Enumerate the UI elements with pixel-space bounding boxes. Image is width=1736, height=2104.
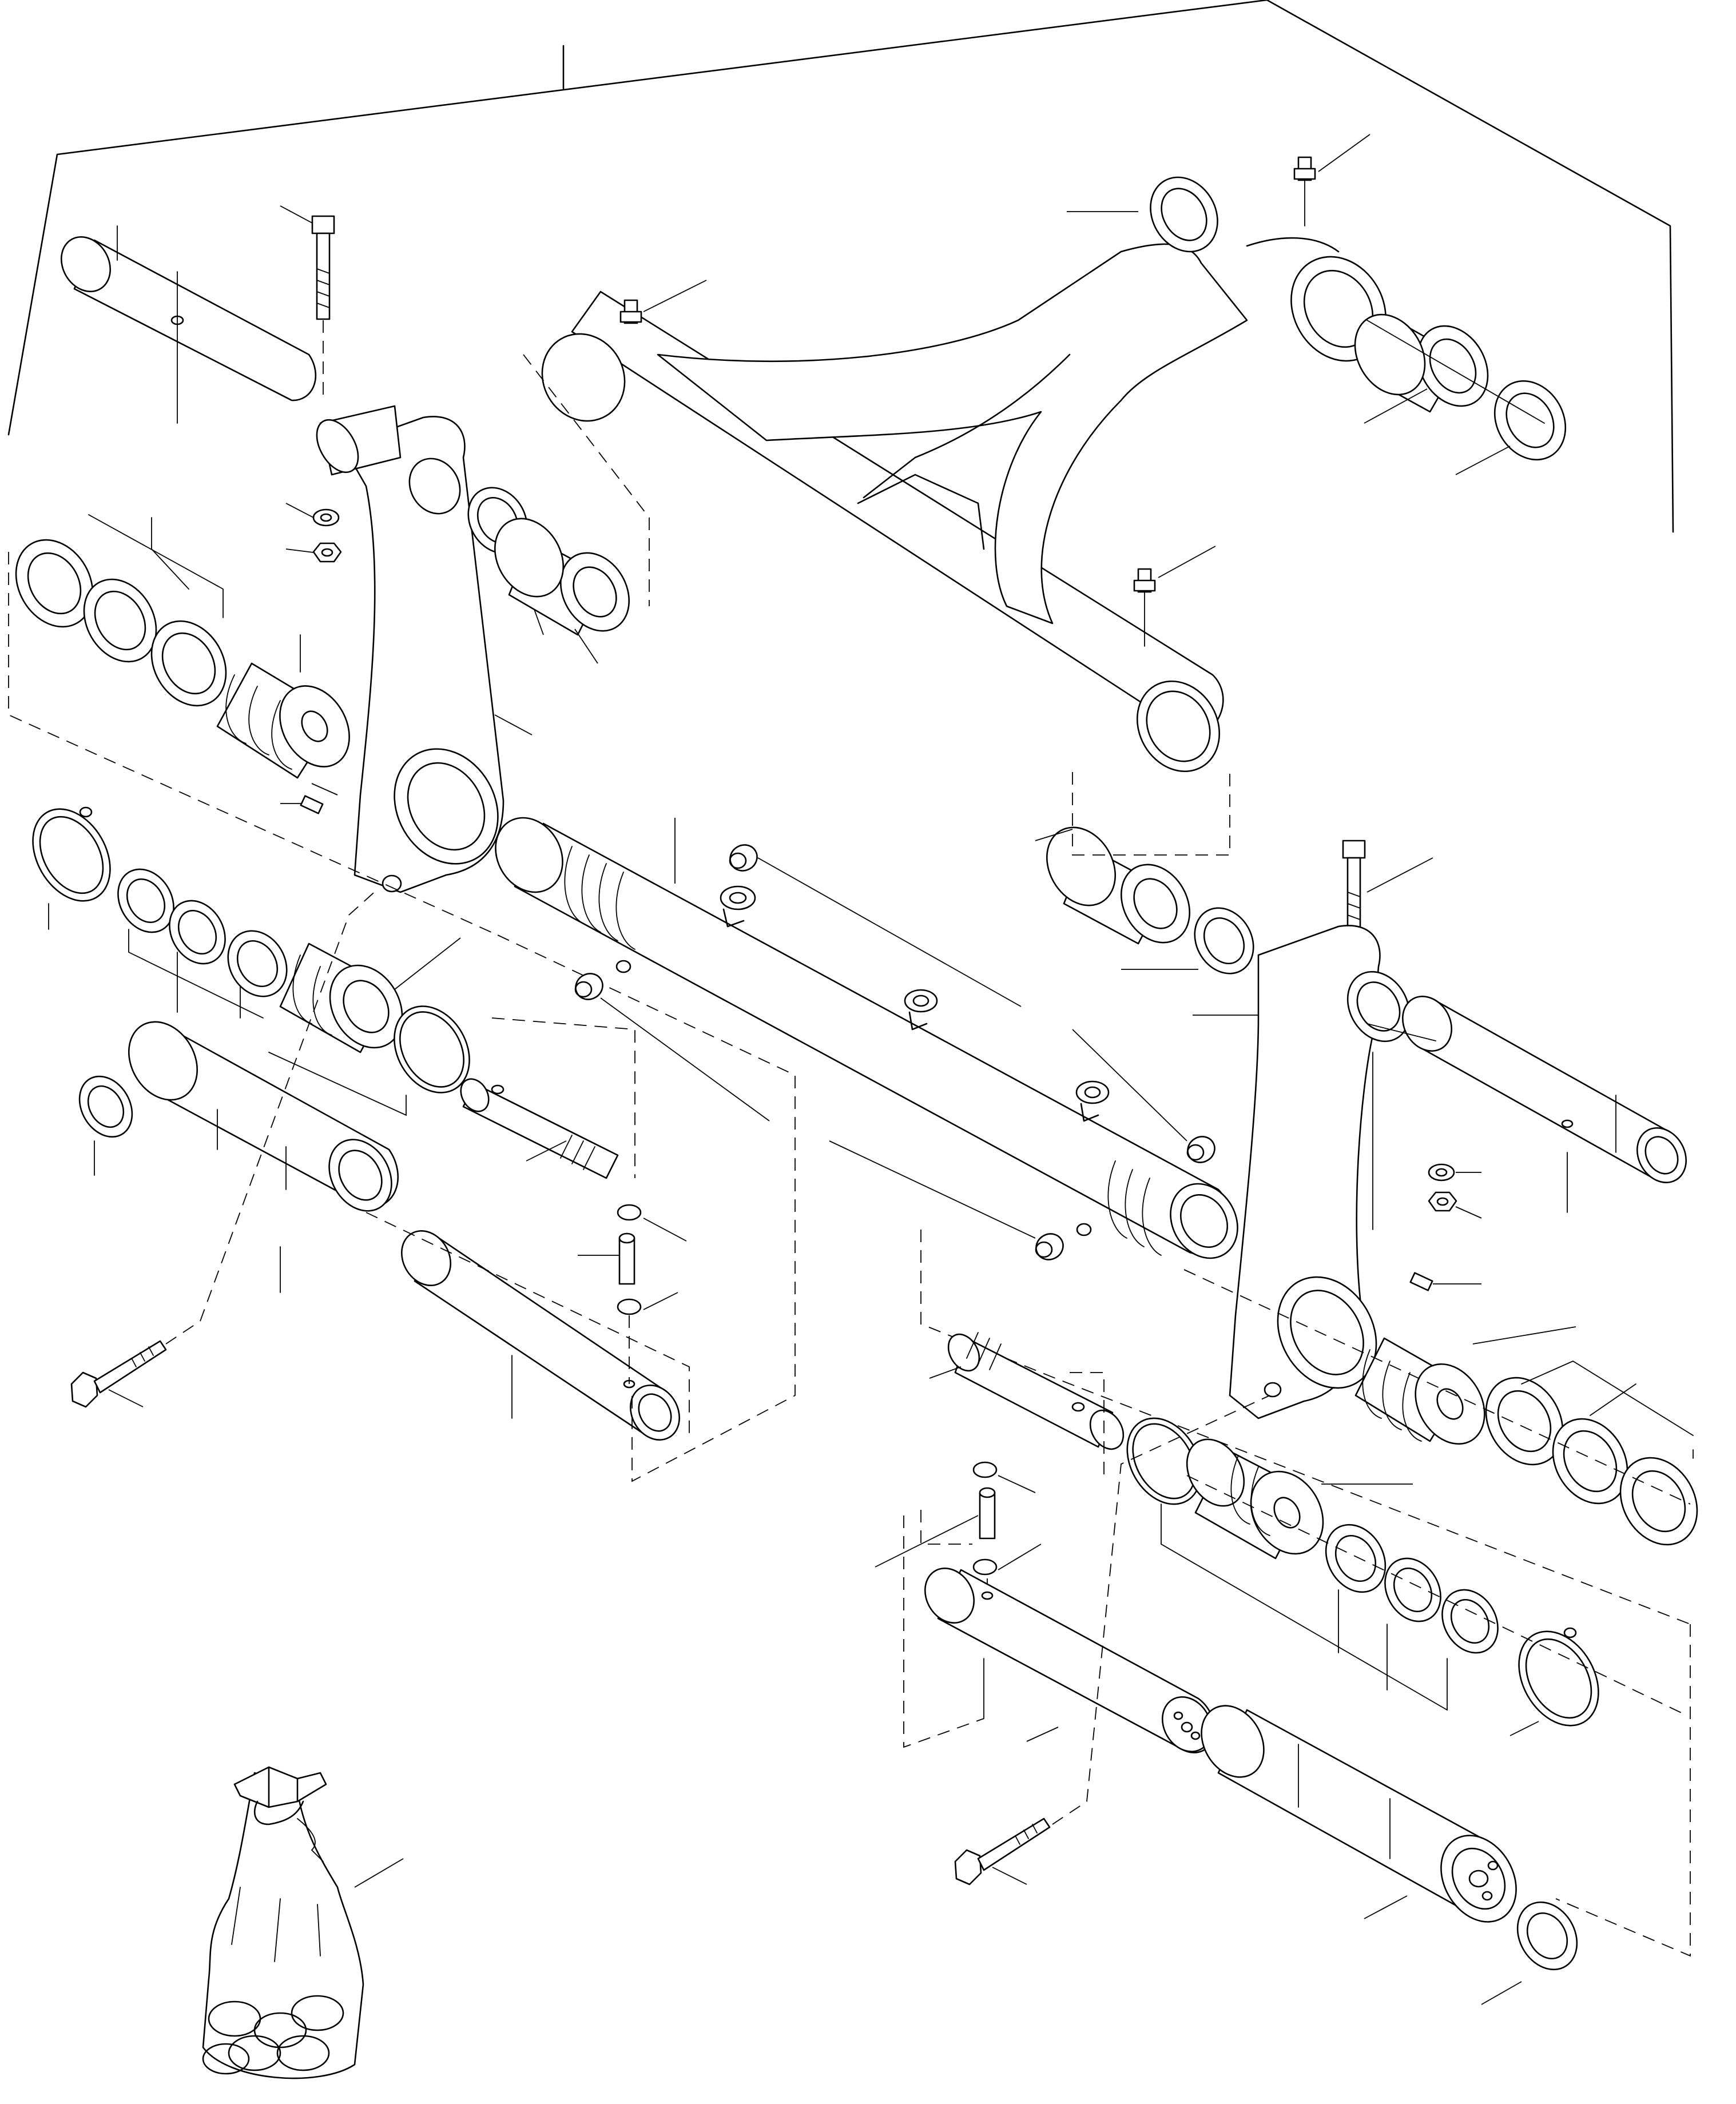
bolt-right-upper [1342, 840, 1433, 984]
snap-ring-left [32, 806, 111, 902]
bushing-grooved-right [1354, 1326, 1576, 1445]
bushing-right-upper [1035, 826, 1191, 945]
pin-lower-right [924, 1568, 1215, 1753]
seal-ring-left-6 [227, 930, 288, 997]
seal-ring-lower-left [78, 1075, 133, 1176]
bushing-upper-left [494, 518, 630, 664]
plug-cap-2 [574, 960, 770, 1121]
set-screw-right [1409, 1272, 1481, 1291]
washer-nut-right [1428, 1163, 1482, 1219]
seal-ring-top [1067, 176, 1218, 253]
pin-upper-left [60, 225, 317, 424]
seal-ring-left-1 [15, 539, 94, 628]
link-arm-left [316, 405, 533, 893]
seal-ring-right-1 [1485, 1377, 1564, 1466]
bushing-top-right [1354, 313, 1489, 424]
washer-nut-left [285, 503, 342, 563]
bushing-grooved-left-2 [279, 937, 461, 1053]
bolt-lower-left [70, 889, 378, 1408]
seal-ring-right-2 [1552, 1418, 1628, 1505]
stepped-shaft-right [1201, 1705, 1517, 1923]
center-cross-tube [495, 817, 1238, 1259]
set-screw-left [280, 795, 324, 814]
dowel-pin-right [875, 1461, 1042, 1601]
pin-lower-left [400, 1230, 681, 1441]
plug-cap-4 [829, 1140, 1092, 1260]
pin-right [1401, 996, 1687, 1213]
seal-ring-left-5 [169, 900, 226, 965]
grease-fitting-cross-3 [1075, 1080, 1110, 1122]
bolt-lower-right [954, 1395, 1270, 1886]
bushing-grooved-left [216, 662, 350, 779]
grease-fitting-cross-2 [904, 989, 938, 1031]
grease-nipple-center [1133, 546, 1216, 647]
seal-ring-right-6 [1441, 1589, 1499, 1654]
eccentric-shaft-right [929, 1332, 1125, 1450]
o-ring-right [1126, 1417, 1202, 1505]
seal-ring-lower-right [1481, 1901, 1578, 2005]
seal-ring-right-5 [1384, 1557, 1441, 1622]
grease-nipple-top-right [1293, 134, 1370, 226]
seal-ring-left-4 [117, 868, 174, 933]
grease-fitting-cross-1 [720, 885, 756, 928]
snap-ring-right [1509, 1627, 1599, 1736]
seal-ring-right-upper [1121, 907, 1254, 975]
eccentric-shaft-left [460, 1078, 619, 1179]
seal-ring-top-right [1455, 380, 1567, 475]
main-frame-arm [541, 237, 1387, 773]
dowel-pin-left [578, 1204, 687, 1384]
plug-cap-1 [729, 844, 1022, 1007]
seal-ring-left-3 [150, 620, 227, 707]
link-arm-right [1193, 925, 1411, 1419]
assembly-boundary [7, 0, 1674, 533]
parts-bag [202, 1766, 404, 2079]
bushing-grooved-right-2 [1186, 1438, 1413, 1560]
seal-ring-right-3 [1619, 1457, 1698, 1546]
seal-ring-left-2 [83, 578, 157, 663]
grease-nipple-top-left [619, 280, 707, 324]
stepped-shaft-left [128, 1021, 399, 1293]
bolt-upper-left [280, 205, 335, 400]
o-ring-left [394, 1005, 470, 1093]
seal-ring-right-4 [1325, 1524, 1387, 1593]
plug-cap-3 [1072, 1029, 1215, 1163]
